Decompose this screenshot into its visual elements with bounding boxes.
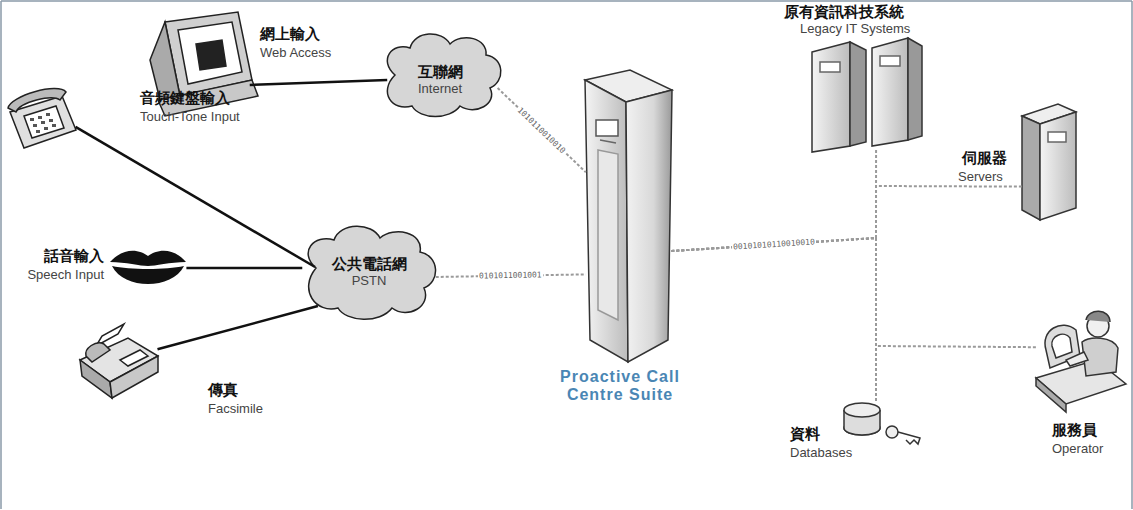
- english-label: Facsimile: [208, 402, 263, 417]
- chinese-label: 互聯網: [418, 63, 463, 81]
- server-tower-icon: [585, 70, 672, 362]
- english-label: Servers: [958, 170, 1003, 185]
- chinese-label: 公共電話網: [332, 255, 407, 273]
- servers-node: 伺服器Servers: [1020, 104, 1078, 222]
- lips-icon: [110, 251, 186, 284]
- connector-line: [157, 306, 317, 349]
- internet-cloud: 互聯網Internet: [380, 40, 500, 120]
- facsimile-node: 傳真Facsimile: [76, 322, 160, 400]
- pstn-cloud: 公共電話網PSTN: [298, 222, 440, 322]
- connector-line: [250, 80, 387, 85]
- connector-line: [186, 268, 302, 269]
- english-label: Touch-Tone Input: [140, 110, 240, 125]
- call-centre-suite-node: Proactive Call Centre Suite: [584, 70, 674, 362]
- mainframe-icon: [812, 38, 922, 152]
- database-icon: [844, 403, 920, 444]
- connector-line: [498, 88, 586, 172]
- connector-line: [671, 150, 876, 251]
- connector-line: [76, 127, 315, 267]
- english-label: Speech Input: [4, 268, 104, 283]
- chinese-label: 話音輸入: [4, 248, 104, 265]
- english-label: Databases: [790, 446, 852, 461]
- binary-stream-label: 0101011001001: [478, 271, 543, 281]
- operator-node: 服務員Operator: [1034, 304, 1128, 412]
- english-label: Legacy IT Systems: [800, 22, 910, 37]
- english-label: Operator: [1052, 442, 1103, 457]
- server-icon: [1022, 104, 1076, 220]
- database-node: 資料Databases: [842, 400, 922, 448]
- connector-line: [671, 186, 1021, 251]
- connector-line: [671, 238, 876, 402]
- english-label: PSTN: [352, 273, 387, 289]
- chinese-label: 傳真: [208, 382, 238, 399]
- telephone-icon: [8, 89, 76, 148]
- chinese-label: 音頻鍵盤輸入: [140, 90, 230, 107]
- legacy-systems-node: 原有資訊科技系統Legacy IT Systems: [810, 40, 922, 150]
- operator-icon: [1036, 311, 1126, 412]
- chinese-label: 伺服器: [962, 150, 1007, 167]
- chinese-label: 網上輸入: [260, 26, 320, 43]
- fax-icon: [80, 324, 158, 398]
- chinese-label: 服務員: [1052, 422, 1097, 439]
- english-label: Internet: [418, 81, 462, 97]
- product-name: Proactive Call Centre Suite: [545, 368, 695, 405]
- binary-stream-label: 00101010110010010: [731, 237, 815, 251]
- speech-input-node: 話音輸入Speech Input: [108, 246, 188, 290]
- connector-line: [671, 238, 1037, 347]
- english-label: Web Access: [260, 46, 331, 61]
- binary-stream-label: 1010110010010: [515, 105, 568, 156]
- chinese-label: 資料: [790, 426, 820, 443]
- touch-tone-node: 音頻鍵盤輸入Touch-Tone Input: [5, 92, 77, 150]
- chinese-label: 原有資訊科技系統: [784, 4, 904, 21]
